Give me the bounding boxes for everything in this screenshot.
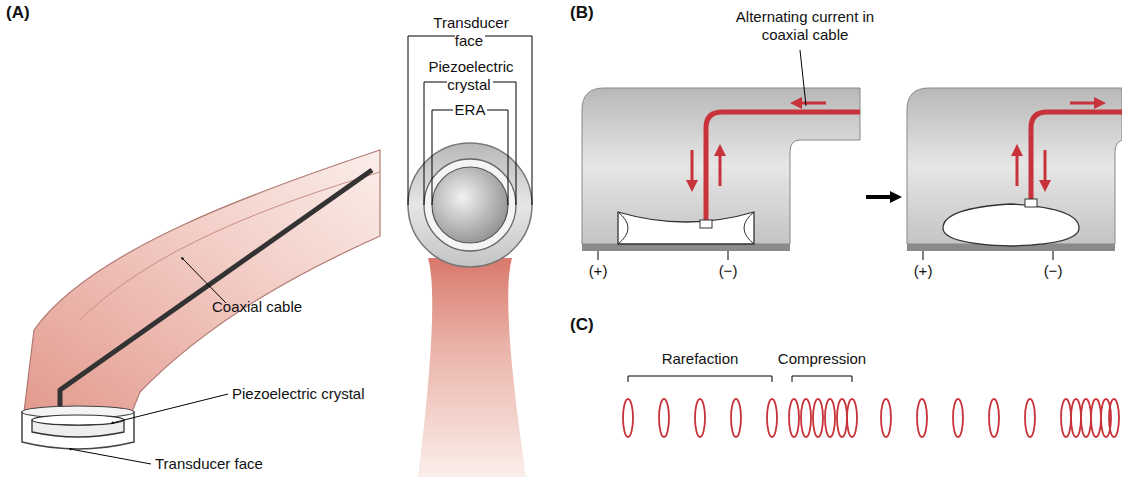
wave-front (1091, 399, 1101, 437)
part-label-holder: Coaxial cable (212, 298, 332, 316)
part-label-holder: Alternating current in coaxial cable (735, 8, 875, 44)
wave-front (659, 399, 669, 437)
bracket (628, 376, 772, 382)
panel-letter-holder: (C) (570, 316, 610, 334)
wave-front (825, 399, 835, 437)
part-label: ERA (453, 101, 488, 118)
part-label: Transducer face (155, 455, 263, 472)
wave-label: Rarefaction (662, 350, 739, 367)
wave-front (847, 399, 857, 437)
polarity-label-holder: (−) (713, 262, 743, 280)
wave-front (1109, 399, 1119, 437)
panel-letter-holder: (B) (570, 4, 610, 22)
wave-label: Compression (778, 350, 866, 367)
wave-front (813, 399, 823, 437)
part-label-holder: Transducer face (155, 455, 295, 473)
panel-letter: (A) (6, 3, 30, 22)
wave-label-holder: Rarefaction (650, 350, 750, 368)
polarity-label: (+) (914, 262, 933, 279)
polarity-label: (−) (719, 262, 738, 279)
part-label-holder: Piezoelectric crystal (416, 58, 524, 94)
polarity-label-holder: (+) (908, 262, 938, 280)
probe-head-expanded (907, 88, 1122, 260)
polarity-label-holder: (+) (583, 262, 613, 280)
part-label-holder: Piezoelectric crystal (232, 385, 412, 403)
wave-label-holder: Compression (772, 350, 872, 368)
sequence-arrow (866, 195, 896, 199)
probe-side-view (22, 150, 380, 464)
part-label: Piezoelectric crystal (426, 58, 513, 93)
probe-head-contracted (582, 50, 860, 260)
wave-front (767, 399, 777, 437)
panel-letter-holder: (A) (6, 4, 46, 22)
part-label: Transducer face (431, 14, 508, 49)
wave-front (1061, 399, 1071, 437)
wave-front (881, 399, 891, 437)
part-label: Coaxial cable (212, 298, 302, 315)
wave-front (837, 399, 847, 437)
polarity-label: (−) (1044, 262, 1063, 279)
polarity-label-holder: (−) (1038, 262, 1068, 280)
panel-letter: (C) (570, 315, 594, 334)
pressure-wave (623, 399, 1119, 437)
wave-front (1081, 399, 1091, 437)
part-label-holder: Transducer face (425, 14, 515, 50)
wave-front (789, 399, 799, 437)
wave-front (1025, 399, 1035, 437)
panel-letter: (B) (570, 3, 594, 22)
part-label: Alternating current in coaxial cable (736, 8, 874, 43)
wave-front (1071, 399, 1081, 437)
wave-front (989, 399, 999, 437)
part-label: Piezoelectric crystal (232, 385, 365, 402)
wave-front (953, 399, 963, 437)
probe-front-view (408, 36, 532, 477)
part-label-holder: ERA (448, 101, 492, 119)
wave-front (801, 399, 811, 437)
polarity-label: (+) (589, 262, 608, 279)
wave-front (695, 399, 705, 437)
wave-front (917, 399, 927, 437)
wave-front (623, 399, 633, 437)
bracket (792, 376, 852, 382)
wave-front (731, 399, 741, 437)
